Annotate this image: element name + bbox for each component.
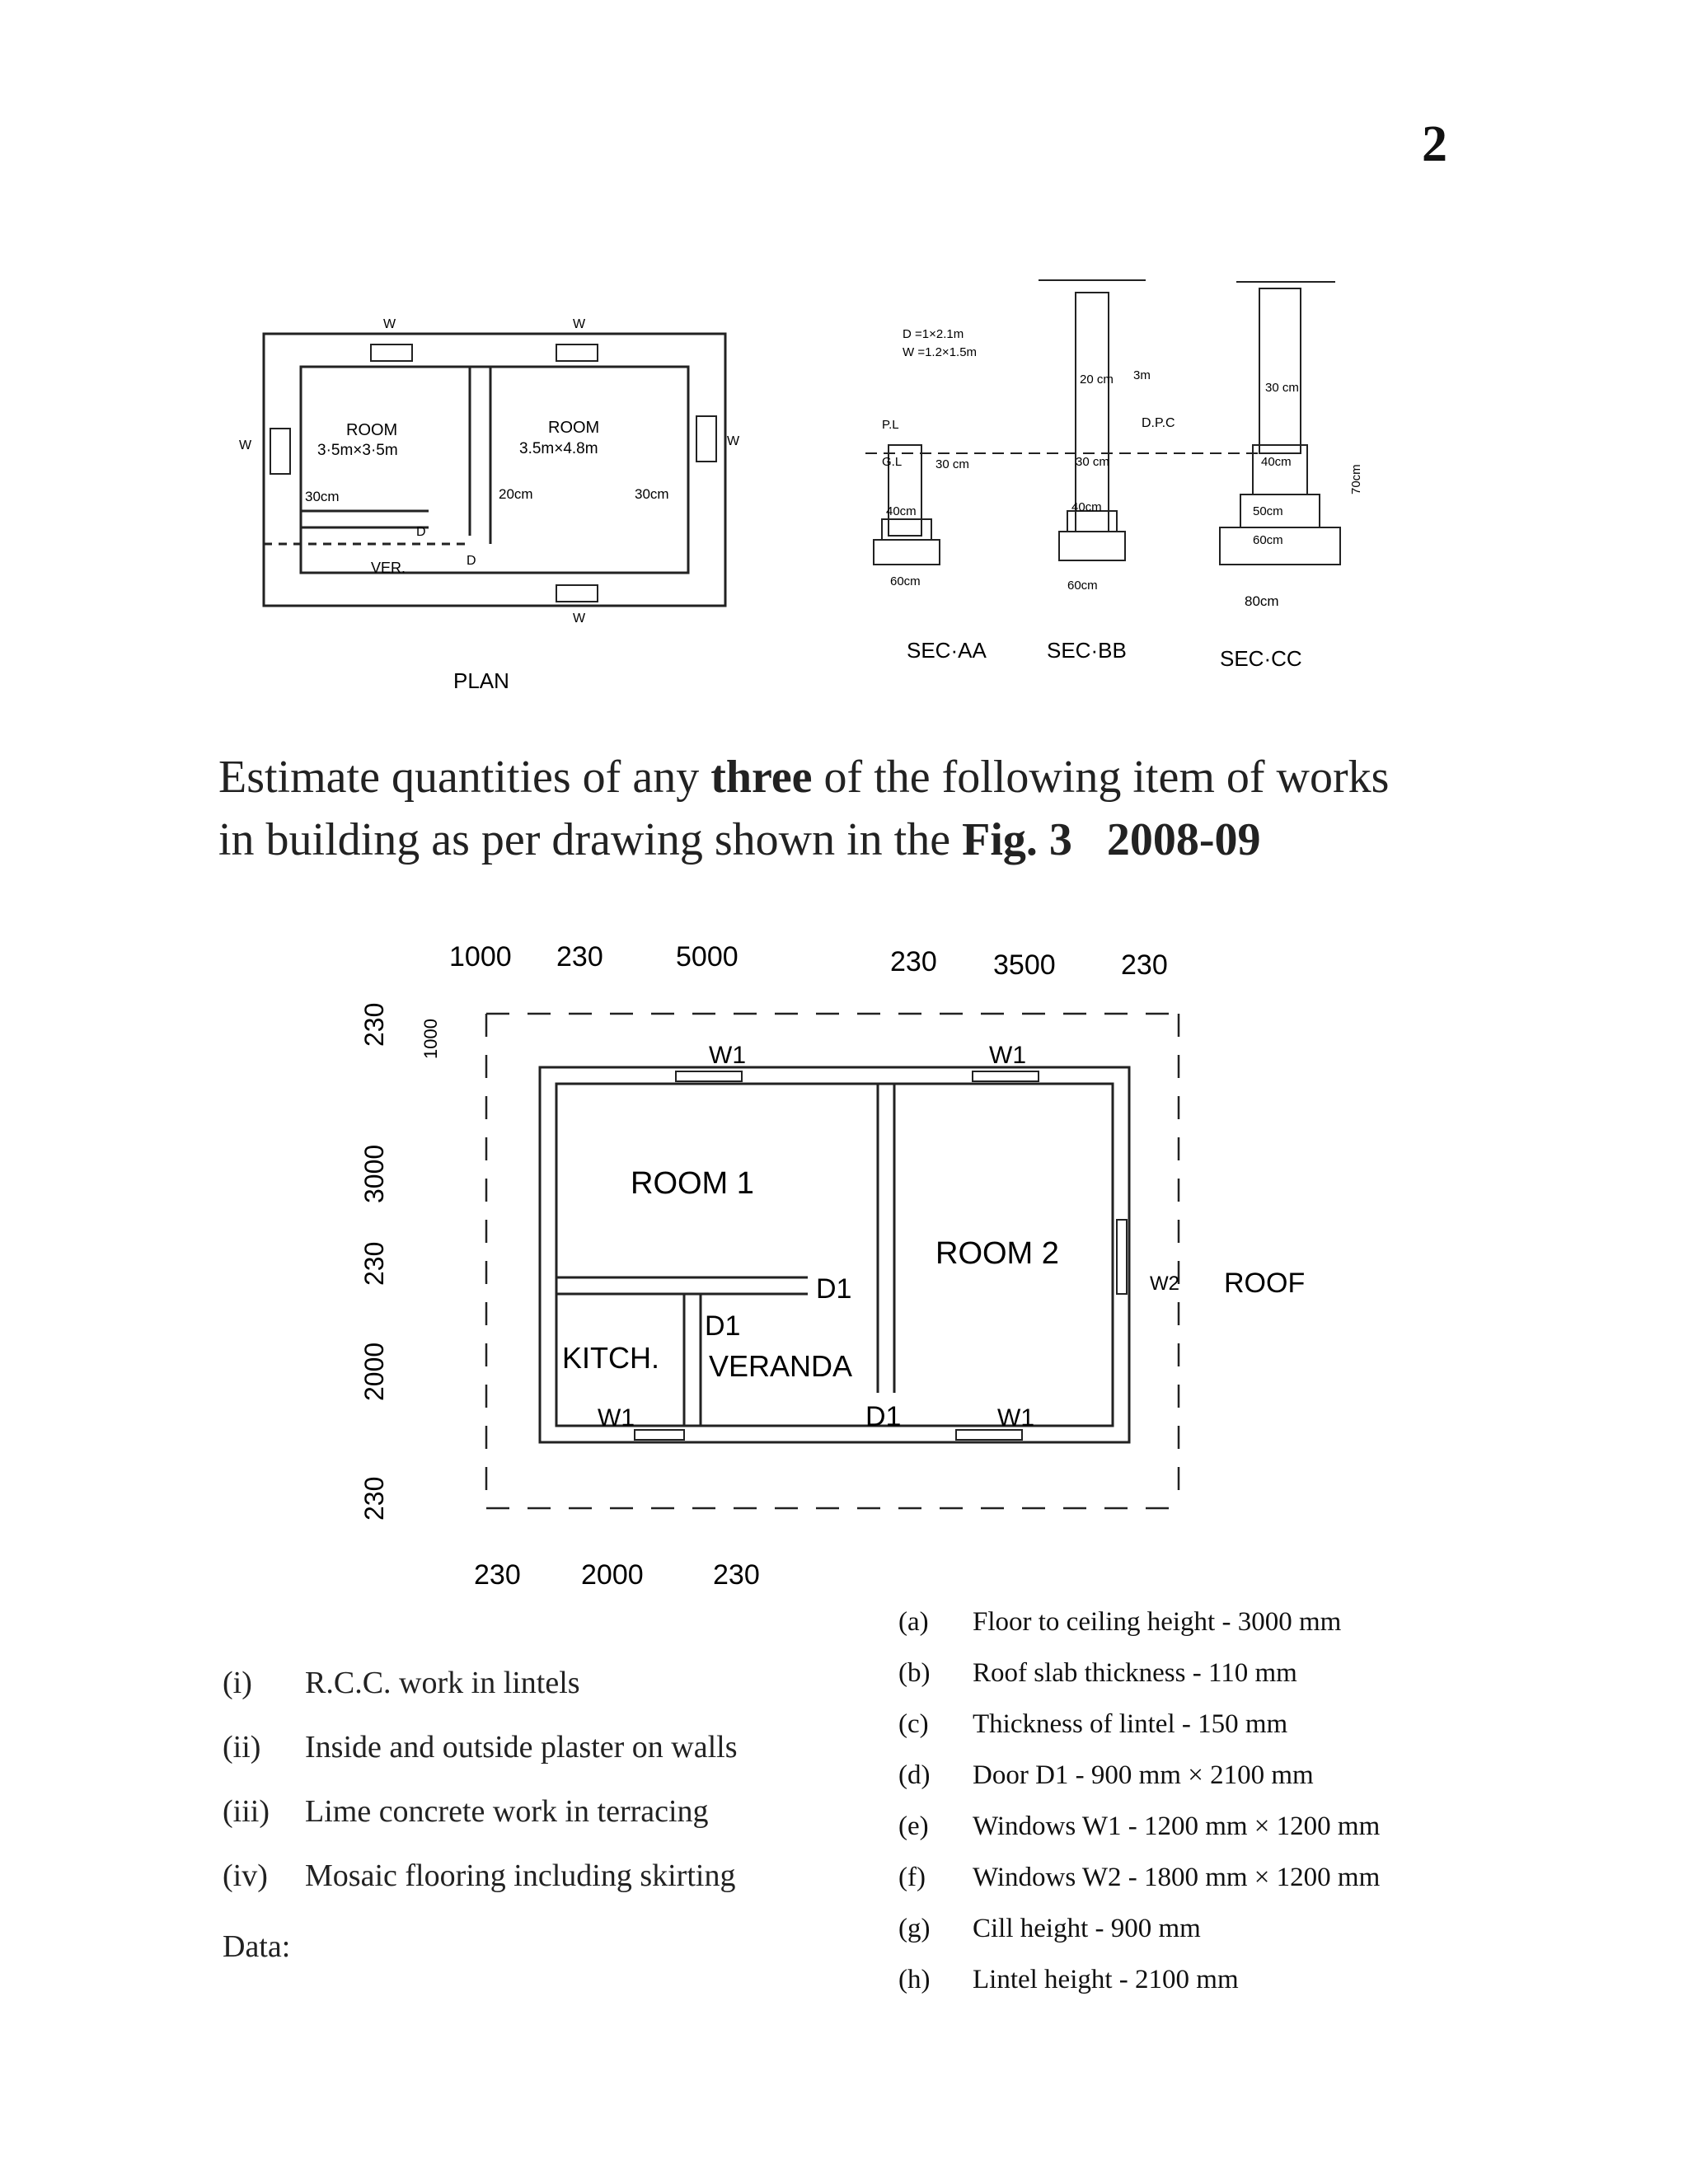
left-dim-1000: 1000 bbox=[420, 1019, 441, 1059]
pl-label: P.L bbox=[882, 418, 899, 432]
w1-label: W1 bbox=[989, 1042, 1026, 1069]
top-dim-1000: 1000 bbox=[449, 941, 512, 972]
bottom-dim-230: 230 bbox=[713, 1559, 760, 1591]
dim-60-cc: 60cm bbox=[1253, 533, 1283, 547]
wall-30-label: 30cm bbox=[635, 486, 669, 502]
bottom-dim-2000: 2000 bbox=[581, 1559, 644, 1591]
room1-label: ROOM 1 bbox=[631, 1166, 754, 1201]
page-number: 2 bbox=[1422, 116, 1447, 172]
w1-label: W1 bbox=[598, 1404, 635, 1432]
dim-80-cc: 80cm bbox=[1245, 593, 1279, 609]
bottom-dim-230: 230 bbox=[474, 1559, 521, 1591]
dpc-label: D.P.C bbox=[1142, 416, 1175, 430]
dim-30-cc: 30 cm bbox=[1265, 381, 1299, 395]
plan-window-label: W bbox=[239, 438, 252, 452]
wall-30-label: 30cm bbox=[305, 489, 340, 504]
top-dim-5000: 5000 bbox=[676, 941, 738, 972]
sections-drawing: D =1×2.1m W =1.2×1.5m P.L G.L D.P.C 30 c… bbox=[865, 279, 1363, 671]
plan-window-label: W bbox=[383, 317, 396, 331]
sec-cc-label: SEC·CC bbox=[1220, 646, 1302, 671]
list-item: (b)Roof slab thickness - 110 mm bbox=[898, 1658, 1297, 1688]
d1-label: D1 bbox=[705, 1310, 740, 1342]
list-item: (e)Windows W1 - 1200 mm × 1200 mm bbox=[898, 1811, 1381, 1841]
w1-label: W1 bbox=[709, 1042, 746, 1069]
list-item: (c)Thickness of lintel - 150 mm bbox=[898, 1709, 1288, 1739]
dim-60-aa: 60cm bbox=[890, 574, 921, 588]
sec-bb-label: SEC·BB bbox=[1047, 638, 1127, 663]
room-right-label: ROOM bbox=[548, 419, 599, 437]
sec-aa-label: SEC·AA bbox=[907, 638, 987, 663]
question-bold-three: three bbox=[710, 752, 813, 803]
list-item: (d)Door D1 - 900 mm × 2100 mm bbox=[898, 1760, 1314, 1790]
opening-note-2: W =1.2×1.5m bbox=[903, 345, 977, 359]
question-line-2: in building as per drawing shown in the … bbox=[218, 814, 1261, 865]
plan-window-label: W bbox=[573, 317, 586, 331]
top-dim-230: 230 bbox=[890, 946, 937, 977]
dim-70-cc: 70cm bbox=[1349, 464, 1363, 494]
gl-label: G.L bbox=[882, 455, 902, 469]
top-dim-230: 230 bbox=[1121, 949, 1168, 981]
left-dim-230: 230 bbox=[359, 1003, 389, 1047]
veranda-label: VERANDA bbox=[709, 1349, 852, 1383]
dim-60-bb: 60cm bbox=[1067, 579, 1098, 593]
room2-label: ROOM 2 bbox=[935, 1236, 1059, 1271]
list-item: (a)Floor to ceiling height - 3000 mm bbox=[898, 1607, 1342, 1637]
plan-door-label: D bbox=[467, 554, 476, 568]
plan-window-label: W bbox=[727, 434, 740, 448]
left-dim-230: 230 bbox=[359, 1242, 389, 1286]
dim-30-aa: 30 cm bbox=[935, 457, 969, 471]
dim-40-aa: 40cm bbox=[886, 504, 917, 518]
w1-label: W1 bbox=[997, 1404, 1034, 1432]
room-left-label: ROOM bbox=[346, 421, 397, 439]
room-left-size: 3·5m×3·5m bbox=[317, 442, 398, 459]
room-right-size: 3.5m×4.8m bbox=[519, 440, 598, 457]
left-dim-3000: 3000 bbox=[359, 1145, 389, 1203]
question-line-1: Estimate quantities of any three of the … bbox=[218, 752, 1390, 803]
top-plan-drawing: W W W W W ROOM 3·5m×3·5m ROOM 3.5m×4.8m … bbox=[239, 317, 740, 693]
fig3-plan-drawing: 1000 230 5000 230 3500 230 230 1000 3000… bbox=[359, 941, 1305, 1591]
list-item: (iii)Lime concrete work in terracing bbox=[223, 1794, 709, 1829]
dim-50-cc: 50cm bbox=[1253, 504, 1283, 518]
data-label: Data: bbox=[223, 1929, 291, 1964]
list-item: (ii)Inside and outside plaster on walls bbox=[223, 1730, 738, 1765]
top-dim-3500: 3500 bbox=[993, 949, 1056, 981]
question-year: 2008-09 bbox=[1106, 814, 1261, 865]
d1-label: D1 bbox=[816, 1273, 851, 1305]
plan-window-label: W bbox=[573, 612, 586, 626]
list-item: (iv)Mosaic flooring including skirting bbox=[223, 1858, 736, 1893]
veranda-label: VER. bbox=[371, 560, 406, 576]
wall-20-label: 20cm bbox=[499, 486, 533, 502]
dim-3m: 3m bbox=[1133, 368, 1151, 382]
list-item: (g)Cill height - 900 mm bbox=[898, 1914, 1201, 1943]
plan-door-label: D bbox=[416, 525, 426, 539]
list-item: (f)Windows W2 - 1800 mm × 1200 mm bbox=[898, 1863, 1381, 1892]
dim-40-bb: 40cm bbox=[1071, 500, 1102, 514]
w2-label: W2 bbox=[1150, 1272, 1179, 1295]
opening-note-1: D =1×2.1m bbox=[903, 327, 964, 341]
kitchen-label: KITCH. bbox=[562, 1341, 659, 1375]
question-text: Estimate quantities of any three of the … bbox=[218, 746, 1455, 871]
plan-caption: PLAN bbox=[453, 668, 509, 693]
roof-label: ROOF bbox=[1224, 1268, 1305, 1299]
list-item: (h)Lintel height - 2100 mm bbox=[898, 1965, 1239, 1994]
dim-20-bb: 20 cm bbox=[1080, 373, 1114, 387]
dim-40-cc: 40cm bbox=[1261, 455, 1292, 469]
top-dim-230: 230 bbox=[556, 941, 603, 972]
left-dim-2000: 2000 bbox=[359, 1343, 389, 1401]
d1-label: D1 bbox=[865, 1401, 901, 1432]
list-item: (i)R.C.C. work in lintels bbox=[223, 1666, 580, 1700]
dim-30-bb: 30 cm bbox=[1076, 455, 1109, 469]
left-dim-230: 230 bbox=[359, 1477, 389, 1521]
